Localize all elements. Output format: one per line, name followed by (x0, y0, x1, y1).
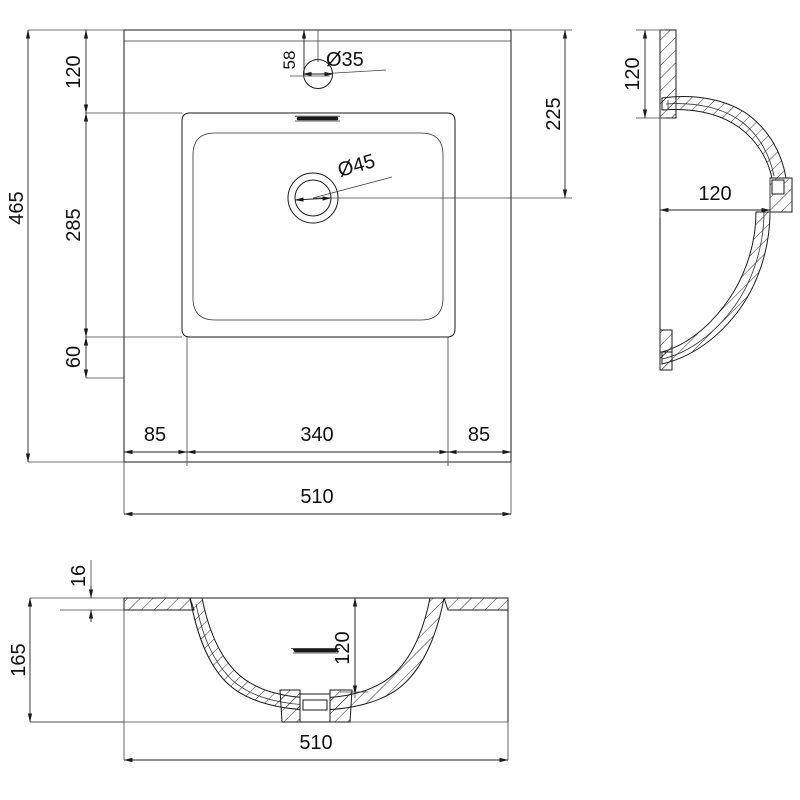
side-upper-bowl-inner-contour (665, 103, 775, 177)
dim-120-top-label: 120 (63, 55, 85, 88)
dim-225-label: 225 (543, 97, 565, 130)
front-left-rim-flange (123, 597, 195, 611)
dim-front-510: 510 (123, 732, 509, 763)
side-section-view-group: 120 120 (622, 29, 793, 371)
side-upper-bowl-rib (667, 99, 677, 110)
dim-side-120-vertical-label: 120 (622, 57, 644, 90)
side-upper-bowl-section (661, 96, 787, 179)
side-bottom-flange-section (659, 351, 673, 371)
dim-60-label: 60 (63, 346, 85, 368)
front-overflow-slot-outline (291, 648, 340, 654)
dim-dia-45-label: Ø45 (335, 150, 377, 182)
front-drain-boss-left (279, 689, 301, 723)
top-view-extension-lines (28, 29, 572, 514)
dim-front-120-label: 120 (332, 631, 354, 664)
dim-front-165-label: 165 (8, 643, 30, 676)
front-right-rim-flange (443, 597, 509, 611)
dim-225: 225 (543, 29, 568, 199)
front-overflow-slot (292, 648, 339, 653)
dim-front-120: 120 (332, 597, 358, 695)
front-drain-bore-inner (302, 699, 328, 711)
side-outlet-bore (771, 179, 785, 195)
dim-285-label: 285 (63, 208, 85, 241)
dim-58: 58 (280, 29, 330, 77)
dim-60: 60 (63, 336, 124, 379)
dim-side-120-vertical: 120 (622, 29, 648, 119)
dim-510-top: 510 (123, 486, 512, 517)
dim-front-165: 165 (8, 597, 33, 723)
top-view-overflow-slot (296, 116, 339, 121)
dim-340-label: 340 (300, 424, 333, 446)
dim-dia-45: Ø45 (294, 150, 393, 202)
dim-85-right-label: 85 (468, 424, 490, 446)
top-view-bowl-inner (192, 132, 444, 321)
dim-dia-35-label: Ø35 (326, 49, 364, 71)
dim-58-label: 58 (280, 51, 299, 70)
front-bowl-wall-section (189, 597, 445, 711)
top-view-group: 465 120 285 60 58 (6, 29, 572, 517)
front-section-view-group: 16 165 120 510 (8, 560, 509, 763)
top-view-bowl-rim (182, 113, 455, 337)
dim-row-85-340-85: 85 340 85 (123, 424, 512, 455)
dim-side-120-horizontal: 120 (659, 183, 771, 213)
dim-510-top-label: 510 (300, 486, 333, 508)
dim-front-510-label: 510 (299, 732, 332, 754)
dim-465-label: 465 (6, 191, 28, 224)
side-lower-bowl-section (661, 211, 771, 365)
front-drain-boss-right (329, 689, 353, 723)
top-view-overflow-outline (295, 115, 340, 122)
dim-85-left-label: 85 (144, 424, 166, 446)
side-lower-bowl-inner-contour (661, 211, 765, 360)
dim-front-16-label: 16 (68, 565, 90, 587)
dim-465: 465 (6, 29, 31, 463)
dim-side-120-horizontal-label: 120 (698, 183, 731, 205)
dim-285: 285 (63, 112, 89, 338)
dim-120-top: 120 (63, 29, 89, 114)
dim-front-16: 16 (68, 565, 94, 622)
dim-dia-35: Ø35 (302, 49, 364, 77)
